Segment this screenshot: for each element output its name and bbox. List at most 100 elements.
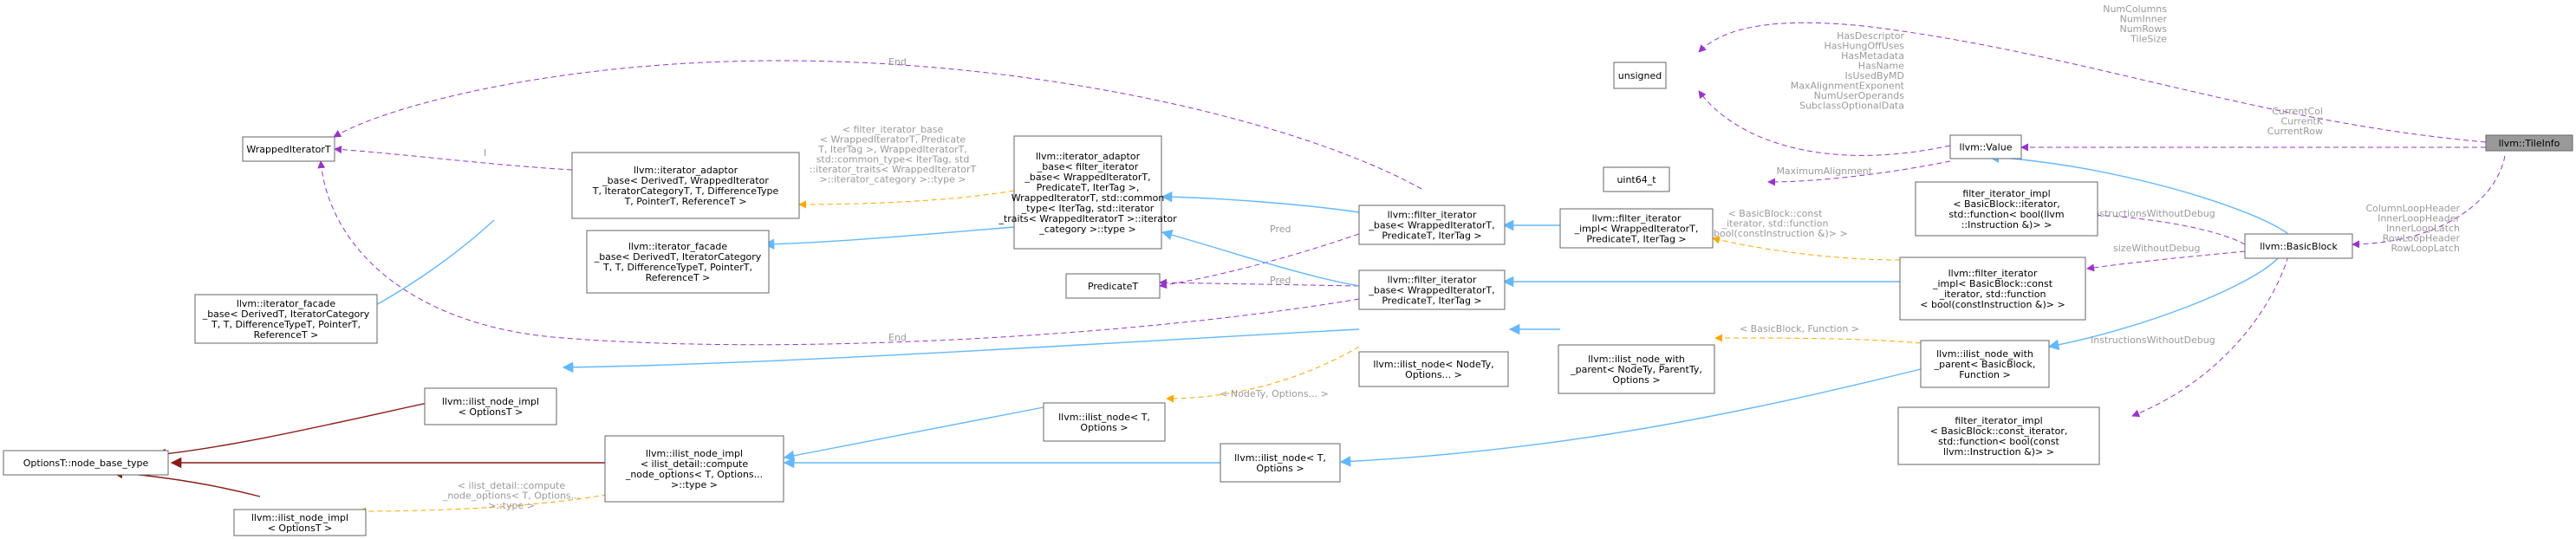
edge-fib1-predicate — [1159, 233, 1360, 289]
edge-value-unsigned — [1698, 90, 1951, 156]
edge-label-line: IsUsedByMD — [1844, 70, 1904, 81]
fi_impl_bot-label-line: < BasicBlock::const_iterator, — [1930, 425, 2068, 437]
edge-ilnt-nodety-tmpl — [1166, 346, 1360, 403]
edge-ilnnodety-ilnileft — [562, 328, 1360, 373]
node-llvm-value[interactable]: llvm::Value — [1949, 134, 2022, 159]
node-ilist-node-impl-compute[interactable]: llvm::ilist_node_impl< ilist_detail::com… — [604, 435, 784, 503]
fi_impl_top-label-line: < BasicBlock::iterator, — [1953, 198, 2059, 210]
fi_impl_top-label-line: filter_iterator_impl — [1962, 188, 2050, 199]
edge-tileinfo-basicblock — [2352, 155, 2506, 249]
label-bb-function-template-args: < BasicBlock, Function > — [1740, 323, 1859, 334]
ilnwp_bb-label-line: llvm::ilist_node_with — [1936, 348, 2033, 360]
node-iterator-adaptor-base-big[interactable]: llvm::iterator_adaptor_base< filter_iter… — [998, 135, 1177, 250]
edge-label-line: sizeWithoutDebug — [2113, 243, 2201, 254]
itfacade_mid-label-line: _base< DerivedT, IteratorCategory — [594, 251, 762, 263]
node-filter-iterator-impl-top[interactable]: filter_iterator_impl< BasicBlock::iterat… — [1915, 181, 2098, 237]
itfacade_left-label-line: llvm::iterator_facade — [237, 298, 336, 309]
node-tileinfo[interactable]: llvm::TileInfo — [2485, 134, 2573, 152]
fi_impl_top-label-line: ::Instruction &)> > — [1961, 219, 2052, 231]
node-ilist-node-t-bottom[interactable]: llvm::ilist_node< T,Options > — [1220, 443, 1341, 483]
label-pred-bottom: Pred — [1270, 275, 1291, 286]
ilni_small-label-line: llvm::ilist_node_impl — [251, 512, 348, 523]
edge-label-line: CurrentRow — [2267, 126, 2323, 137]
itadaptor_big-label-line: _base< WrappedIteratorT, — [1024, 172, 1150, 183]
iln_t_top-label-line: llvm::ilist_node< T, — [1058, 412, 1150, 423]
itadaptor_big-label-line: _traits< WrappedIteratorT >::iterator — [998, 213, 1177, 224]
edge-basicblock-fiibb — [2086, 250, 2246, 272]
edge-label-line: SubclassOptionalData — [1799, 101, 1904, 112]
itadaptor_big-label-line: _category >::type > — [1038, 224, 1136, 235]
edge-label-line: std::common_type< IterTag, std — [816, 154, 970, 166]
node-ilist-node-with-parent-template[interactable]: llvm::ilist_node_with_parent< NodeTy, Pa… — [1558, 344, 1715, 394]
label-nodety-template-args: < NodeTy, Options... > — [1220, 388, 1329, 399]
node-ilist-node-nodety[interactable]: llvm::ilist_node< NodeTy,Options... > — [1358, 351, 1509, 387]
fi_impl_bot-label-line: std::function< bool(const — [1938, 436, 2059, 447]
edge-label-line: HasMetadata — [1841, 50, 1904, 62]
node-options-node-base-type[interactable]: OptionsT::node_base_type — [3, 450, 169, 476]
edge-label-line: < filter_iterator_base — [842, 124, 944, 135]
itadaptor_big-label-line: llvm::iterator_adaptor — [1036, 151, 1141, 162]
edge-label-line: CurrentCol — [2272, 106, 2323, 117]
edge-label-line: End — [888, 332, 907, 343]
edge-label-line: _iterator, std::function — [1721, 218, 1829, 230]
edge-fib1-itadaptorbig — [1161, 191, 1360, 213]
node-filter-iterator-base-1[interactable]: llvm::filter_iterator_base< WrappedItera… — [1358, 205, 1506, 245]
unsigned-label-line: unsigned — [1618, 70, 1662, 81]
itfacade_mid-label-line: ReferenceT > — [646, 272, 711, 283]
node-ilist-node-t-top[interactable]: llvm::ilist_node< T,Options > — [1043, 402, 1166, 442]
node-filter-iterator-base-2[interactable]: llvm::filter_iterator_base< WrappedItera… — [1358, 270, 1506, 310]
edge-label-line: MaximumAlignment — [1776, 166, 1872, 177]
ilnwp_bb-label-line: Function > — [1959, 369, 2011, 380]
itadaptor_small-label-line: T, IteratorCategoryT, T, DifferenceType — [592, 185, 779, 197]
wrapped-label-line: WrappedIteratorT — [246, 144, 331, 155]
ilni_small-label-line: < OptionsT > — [268, 523, 333, 534]
edge-label-line: InnerLoopHeader — [2378, 213, 2460, 224]
node-wrapped-iterator-t[interactable]: WrappedIteratorT — [242, 136, 335, 162]
node-filter-iterator-impl-basicblock[interactable]: llvm::filter_iterator_impl< BasicBlock::… — [1899, 257, 2086, 321]
ilnwp_tmpl-label-line: _parent< NodeTy, ParentTy, — [1570, 364, 1702, 375]
node-ilist-node-impl-left[interactable]: llvm::ilist_node_impl< OptionsT > — [424, 387, 557, 425]
node-filter-iterator-impl-bottom[interactable]: filter_iterator_impl< BasicBlock::const_… — [1897, 406, 2100, 465]
edge-label-line: < ilist_detail::compute — [458, 480, 566, 491]
edge-label-line: < BasicBlock, Function > — [1740, 323, 1859, 334]
edge-label-line: _node_options< T, Options... — [442, 490, 580, 502]
label-max-alignment: MaximumAlignment — [1776, 166, 1872, 177]
node-iterator-facade-base-mid[interactable]: llvm::iterator_facade_base< DerivedT, It… — [586, 230, 770, 294]
iln_t_bot-label-line: llvm::ilist_node< T, — [1234, 452, 1326, 464]
edge-label-line: RowLoopHeader — [2383, 233, 2461, 244]
fii_bb-label-line: _impl< BasicBlock::const — [1932, 278, 2053, 289]
edge-ilnttop-ilnibig — [783, 406, 1044, 462]
edge-ilnileft-optbase — [154, 393, 469, 460]
edge-itadaptorbig-itfacade — [763, 226, 1015, 250]
edge-label-line: < NodeTy, Options... > — [1220, 388, 1329, 399]
fii_bb-label-line: llvm::filter_iterator — [1948, 268, 2038, 279]
edge-label-line: >::iterator_category >::type > — [819, 174, 966, 185]
ilnwp_tmpl-label-line: llvm::ilist_node_with — [1588, 354, 1685, 365]
fib1-label-line: llvm::filter_iterator — [1388, 210, 1477, 221]
node-llvm-basicblock[interactable]: llvm::BasicBlock — [2244, 233, 2353, 259]
edge-tileinfo-unsigned — [1698, 22, 2487, 143]
edge-value-uint64 — [1767, 160, 1951, 186]
ilni_left-label-line: < OptionsT > — [459, 406, 524, 418]
predicate-label-line: PredicateT — [1088, 281, 1138, 292]
edge-label-line: TileSize — [2130, 34, 2167, 45]
edge-label-line: NumInner — [2120, 14, 2168, 25]
itadaptor_small-label-line: llvm::iterator_adaptor — [634, 165, 738, 176]
node-iterator-facade-base-left[interactable]: llvm::iterator_facade_base< DerivedT, It… — [194, 294, 378, 344]
edge-label-line: NumUserOperands — [1814, 90, 1905, 101]
node-ilist-node-with-parent-basicblock[interactable]: llvm::ilist_node_with_parent< BasicBlock… — [1920, 340, 2050, 388]
node-uint64[interactable]: uint64_t — [1603, 166, 1670, 192]
node-predicate-t[interactable]: PredicateT — [1065, 273, 1161, 299]
node-ilist-node-impl-small[interactable]: llvm::ilist_node_impl< OptionsT > — [233, 509, 367, 536]
iln_nodety-label-line: llvm::ilist_node< NodeTy, — [1373, 359, 1493, 370]
node-filter-iterator-impl-template[interactable]: llvm::filter_iterator_impl< WrappedItera… — [1559, 208, 1714, 249]
node-unsigned[interactable]: unsigned — [1613, 62, 1667, 89]
itfacade_left-label-line: ReferenceT > — [254, 329, 319, 341]
iln_t_top-label-line: Options > — [1080, 422, 1128, 433]
label-size-wo-debug: sizeWithoutDebug — [2113, 243, 2201, 254]
node-iterator-adaptor-base-small[interactable]: llvm::iterator_adaptor_base< DerivedT, W… — [571, 152, 800, 219]
edge-label-line: ::iterator_traits< WrappedIteratorT — [810, 164, 977, 175]
label-fib-template-args: < filter_iterator_base< WrappedIteratorT… — [810, 124, 977, 185]
